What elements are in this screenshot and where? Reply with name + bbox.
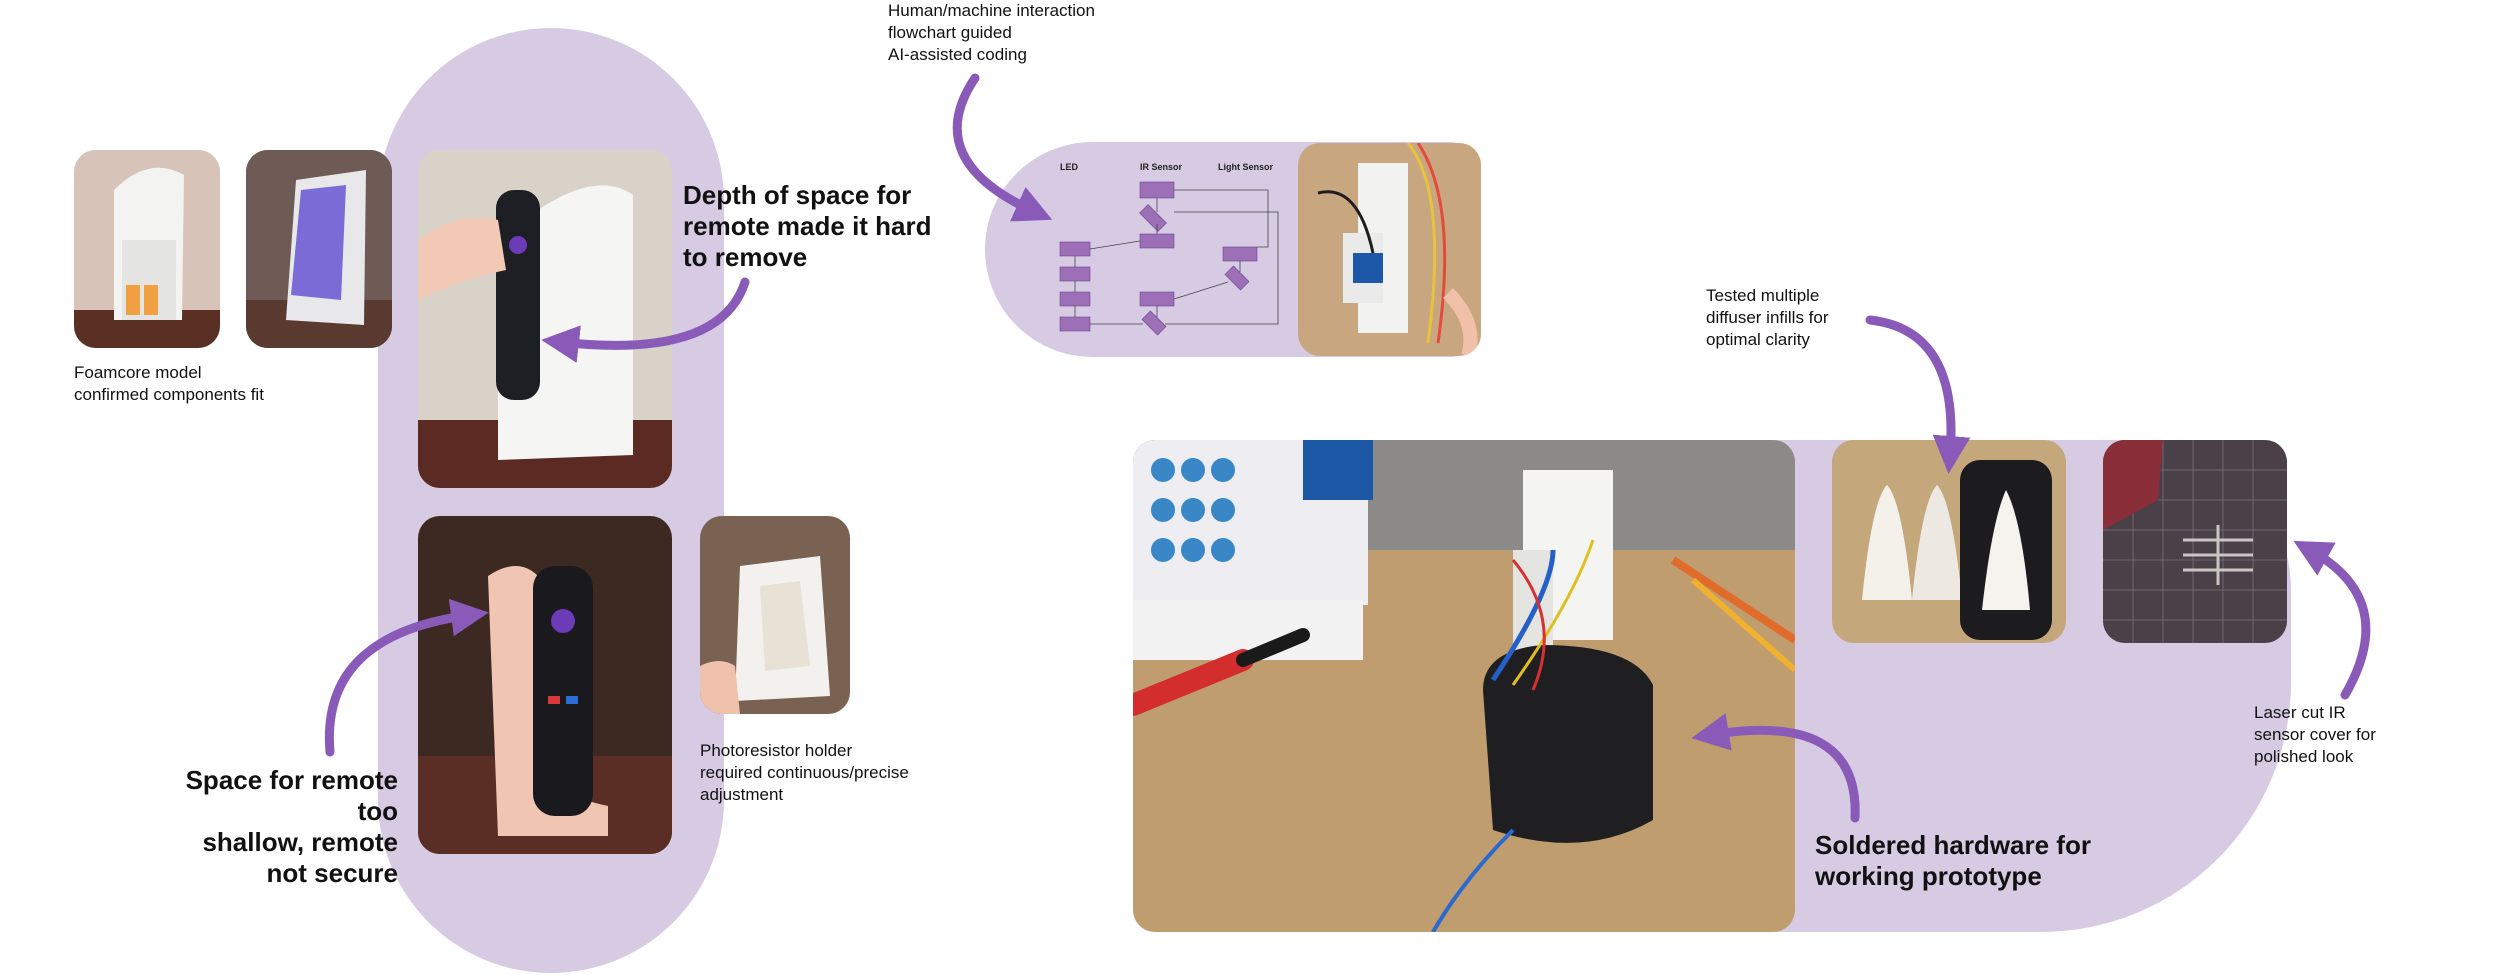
arrow-laser xyxy=(2293,540,2371,700)
workbench-prototype-photo xyxy=(1133,440,1795,932)
flowchart-col-led: LED xyxy=(1060,162,1079,172)
photoresistor-holder-photo xyxy=(700,516,850,714)
flowchart-diagram: LED IR Sensor Light Sensor xyxy=(1048,152,1288,347)
shallow-caption: Space for remote too shallow, remote not… xyxy=(185,765,398,888)
photoresistor-caption: Photoresistor holder required continuous… xyxy=(700,741,909,804)
arrow-diffuser xyxy=(1865,315,1971,474)
short-holder-remote-photo xyxy=(418,516,672,854)
diffuser-caption: Tested multiple diffuser infills for opt… xyxy=(1706,286,1829,349)
foamcore-caption: Foamcore model confirmed components fit xyxy=(74,363,264,404)
soldered-caption: Soldered hardware for working prototype xyxy=(1815,830,2091,891)
breadboard-circuit-photo xyxy=(1298,143,1481,356)
laser-cut-cover-photo xyxy=(2103,440,2287,643)
depth-caption: Depth of space for remote made it hard t… xyxy=(683,180,932,272)
flowchart-col-light: Light Sensor xyxy=(1218,162,1273,172)
foamcore-model-photo-1 xyxy=(74,150,220,348)
tall-holder-remote-photo xyxy=(418,150,672,488)
foamcore-model-photo-2 xyxy=(246,150,392,348)
flowchart-col-ir: IR Sensor xyxy=(1140,162,1183,172)
human-machine-caption: Human/machine interaction flowchart guid… xyxy=(888,1,1095,64)
diffuser-infills-photo xyxy=(1832,440,2066,643)
laser-caption: Laser cut IR sensor cover for polished l… xyxy=(2254,703,2376,766)
